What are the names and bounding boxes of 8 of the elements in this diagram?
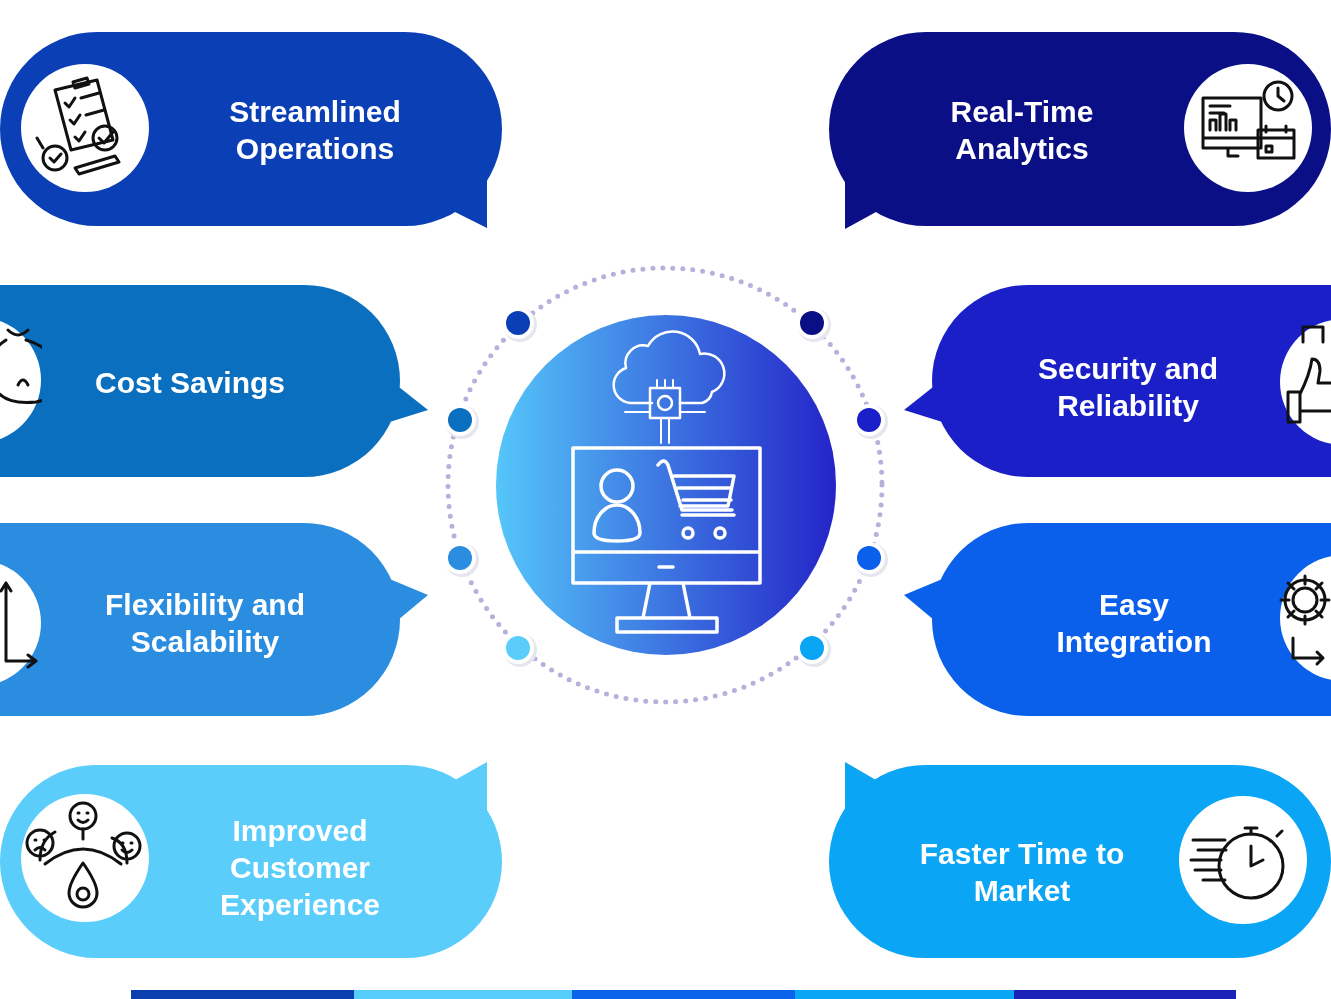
benefit-title: Faster Time to Market [918, 836, 1126, 909]
benefit-title: Streamlined Operations [228, 94, 402, 167]
benefit-title: Flexibility and Scalability [103, 587, 306, 660]
benefit-title: Easy Integration [1055, 587, 1213, 660]
benefit-title: Cost Savings [93, 364, 287, 401]
benefit-title: Improved Customer Experience [218, 812, 382, 923]
benefit-title: Security and Reliability [1036, 351, 1220, 424]
benefit-title: Real-Time Analytics [949, 94, 1095, 167]
